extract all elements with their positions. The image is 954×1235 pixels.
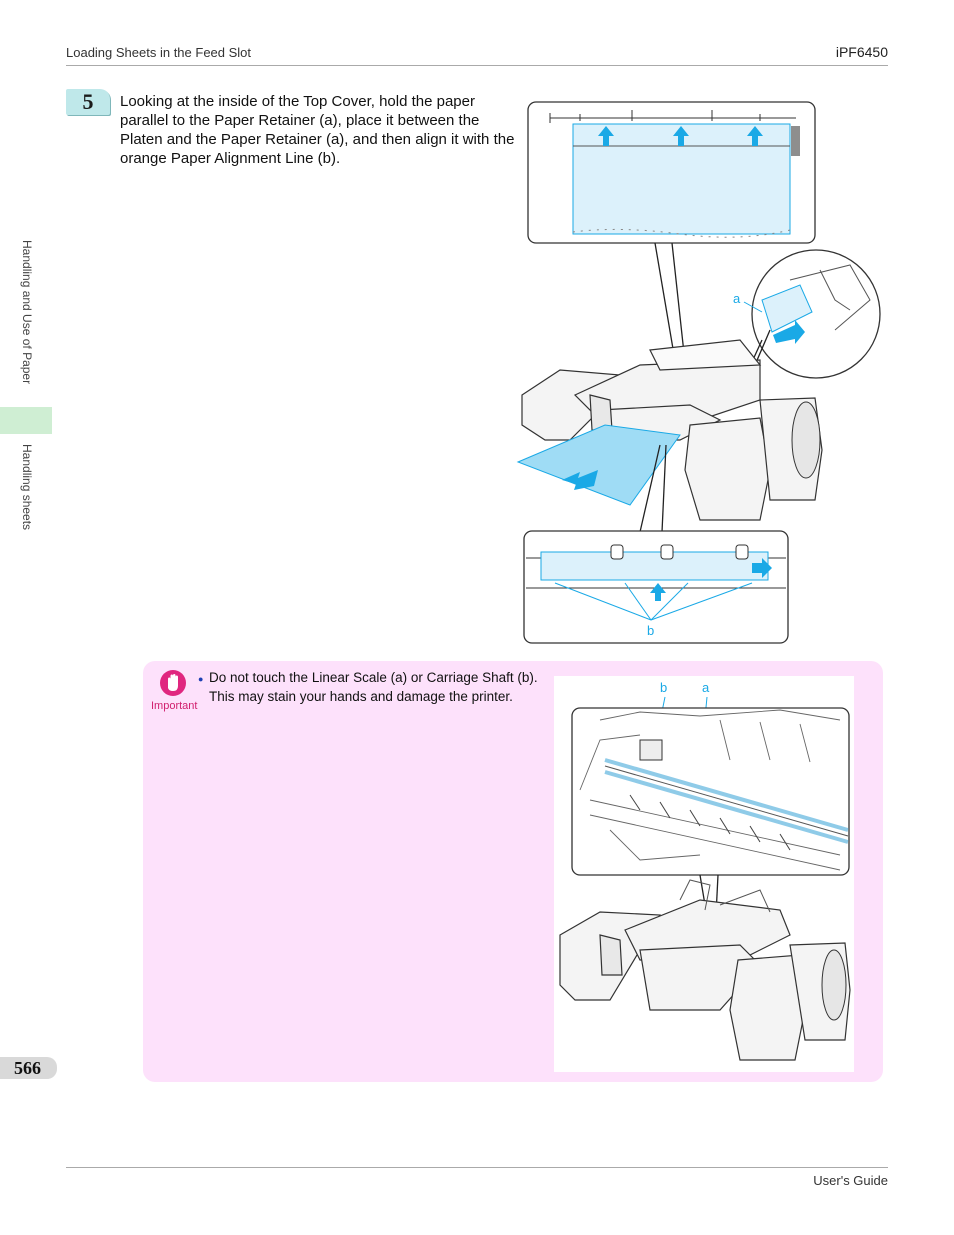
important-label: Important — [151, 700, 198, 712]
callout-b-label-2: b — [660, 680, 667, 695]
footer-guide-title: User's Guide — [813, 1173, 888, 1188]
important-bullet-icon: ● — [198, 674, 204, 684]
page-number-tab: 566 — [0, 1057, 57, 1079]
step-number: 5 — [82, 89, 94, 114]
header-model: iPF6450 — [835, 44, 888, 60]
sidebar-tab-section[interactable]: Handling sheets — [0, 434, 52, 634]
step-number-badge: 5 — [66, 89, 110, 115]
callout-a-label-2: a — [702, 680, 710, 695]
carriage-shaft-illustration: b a — [554, 676, 854, 1072]
sidebar-section-label: Handling sheets — [20, 444, 34, 531]
paper-loading-illustration: a b — [516, 101, 881, 644]
callout-a-label: a — [733, 291, 741, 306]
important-text-line-2: This may stain your hands and damage the… — [209, 689, 513, 704]
header-section-title: Loading Sheets in the Feed Slot — [66, 45, 252, 60]
footer-rule — [66, 1167, 888, 1168]
step-instruction: Looking at the inside of the Top Cover, … — [120, 93, 515, 167]
important-text-line-1: Do not touch the Linear Scale (a) or Car… — [209, 670, 538, 685]
important-hand-icon — [160, 670, 186, 696]
important-text: Do not touch the Linear Scale (a) or Car… — [209, 668, 549, 706]
sidebar-tab-chapter[interactable]: Handling and Use of Paper — [0, 70, 52, 406]
sidebar-active-marker — [0, 407, 52, 434]
header-rule — [66, 65, 888, 66]
sidebar-chapter-label: Handling and Use of Paper — [20, 240, 34, 385]
page-number: 566 — [14, 1058, 41, 1078]
callout-b-label: b — [647, 623, 654, 638]
